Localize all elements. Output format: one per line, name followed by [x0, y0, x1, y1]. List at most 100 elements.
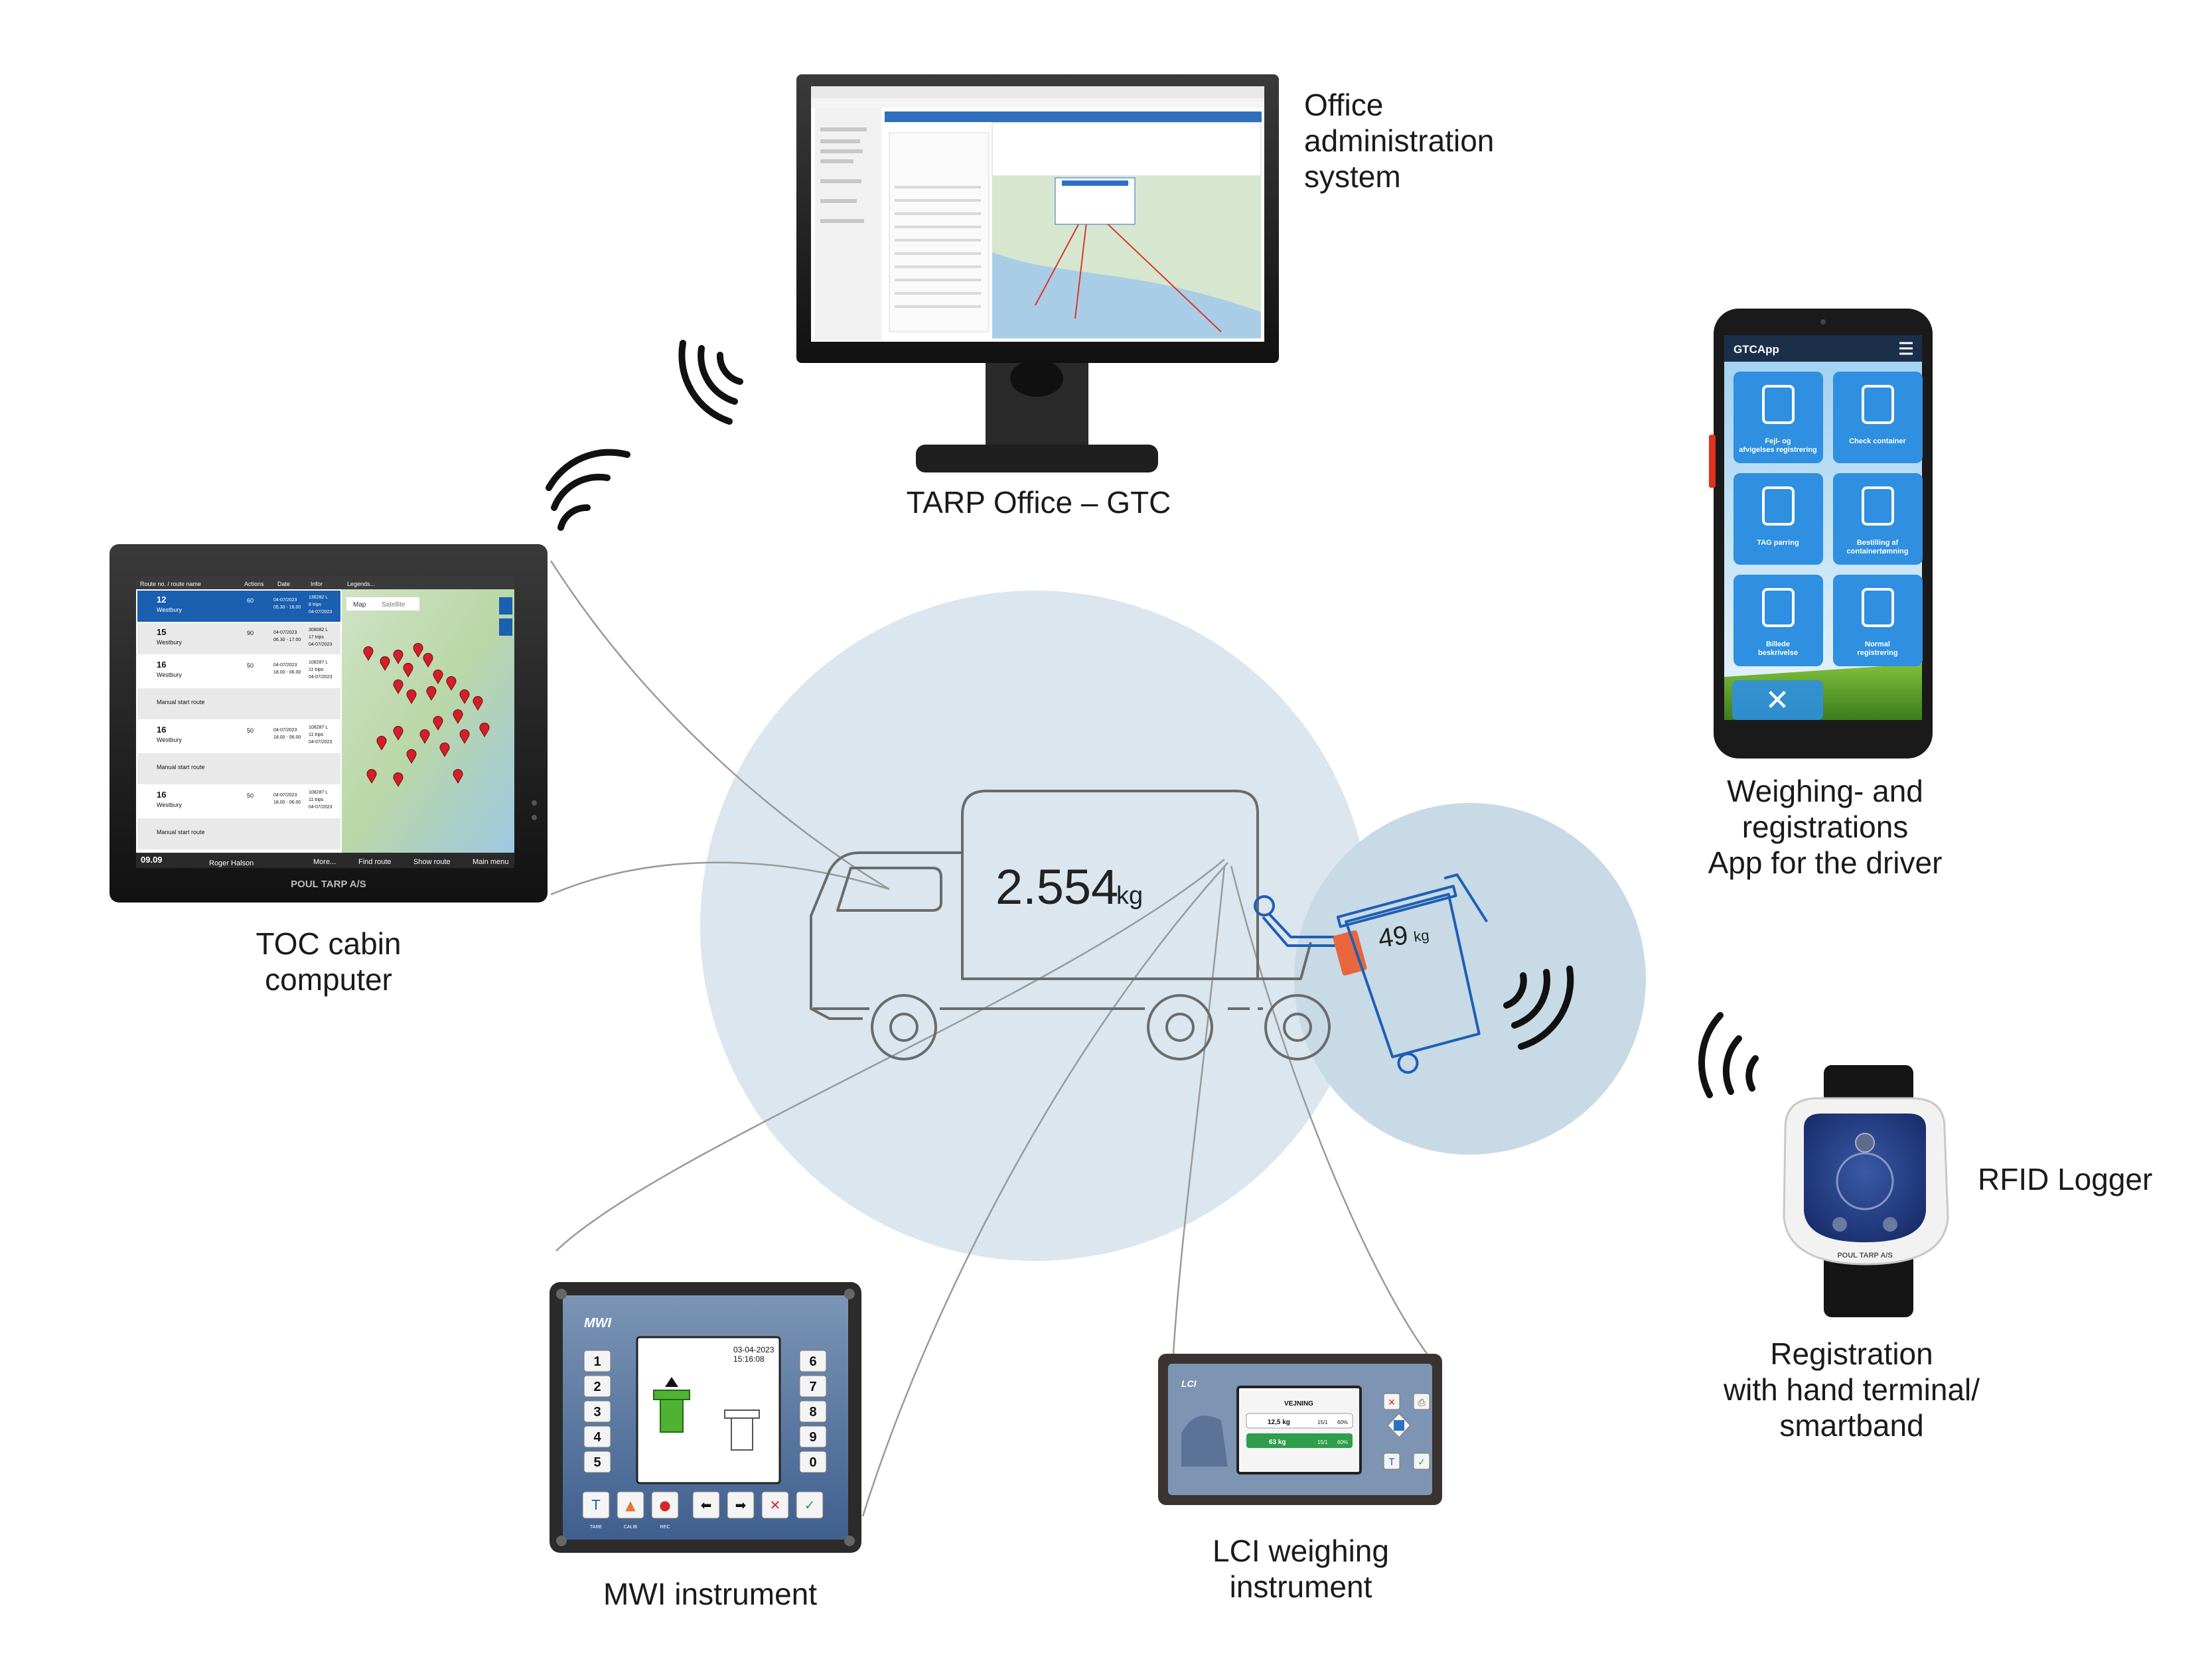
map-pin-icon[interactable] [393, 725, 404, 741]
map-pin-icon[interactable] [459, 689, 470, 704]
toc-time: 18.00 - 06.00 [273, 670, 301, 675]
toc-btn-find-route[interactable]: Find route [358, 858, 392, 866]
mwi-key[interactable] [799, 1350, 827, 1372]
app-tile[interactable] [1833, 473, 1923, 565]
toc-actions: 90 [247, 630, 254, 636]
mwi-key[interactable] [799, 1451, 827, 1473]
map-pin-icon[interactable] [473, 695, 483, 711]
container-icon [1762, 385, 1795, 424]
toc-footer-user: Roger Halson [209, 859, 254, 867]
zoom-in-button[interactable] [499, 597, 512, 614]
app-tile[interactable] [1733, 575, 1823, 666]
toc-time: 06.30 - 17.00 [273, 638, 301, 642]
map-pin-icon[interactable] [403, 662, 413, 678]
toc-btn-more[interactable]: More... [313, 858, 336, 866]
bin-weight-value: 49 [1376, 920, 1410, 954]
lci-key[interactable] [1413, 1393, 1430, 1410]
map-pin-icon[interactable] [453, 768, 463, 784]
map-pin-icon[interactable] [393, 649, 404, 664]
toc-info-3: 04-07/2023 [309, 805, 332, 810]
map-pin-icon[interactable] [406, 749, 417, 764]
toc-info-1: 108287 L [309, 790, 328, 795]
map-pin-icon[interactable] [363, 646, 374, 661]
map-pin-icon[interactable] [459, 729, 470, 744]
map-pin-icon[interactable] [423, 652, 433, 668]
zoom-out-button[interactable] [499, 618, 512, 636]
lci-screen-title: VEJNING [1284, 1400, 1313, 1407]
app-tile[interactable] [1733, 473, 1823, 565]
mwi-key[interactable] [583, 1425, 611, 1448]
mwi-key-label: 7 [809, 1380, 816, 1394]
tab-map[interactable]: Map [353, 601, 366, 609]
app-tile[interactable] [1833, 575, 1923, 666]
app-caption-line-3: App for the driver [1708, 845, 1943, 880]
lci-key[interactable] [1383, 1393, 1400, 1410]
toc-table-row[interactable] [137, 786, 340, 817]
toc-table-row[interactable] [137, 623, 340, 654]
lci-key[interactable] [1413, 1453, 1430, 1470]
toc-header-cell: Infor [311, 581, 323, 587]
toc-caption-line-1: TOC cabin [256, 926, 402, 961]
map-pin-icon[interactable] [393, 772, 404, 787]
toc-btn-show-route[interactable]: Show route [413, 858, 451, 866]
truck-wheel-front [871, 994, 937, 1060]
mwi-key[interactable] [583, 1350, 611, 1372]
map-pin-icon[interactable] [446, 676, 457, 691]
toc-table-row[interactable] [137, 688, 340, 719]
mwi-key[interactable] [799, 1375, 827, 1398]
map-pin-icon[interactable] [426, 685, 437, 701]
container-icon [1862, 486, 1894, 526]
toc-table-row[interactable] [137, 656, 340, 687]
map-pin-icon[interactable] [419, 729, 430, 744]
app-tile[interactable] [1833, 372, 1923, 463]
map-pin-icon[interactable] [479, 722, 490, 737]
map-pin-icon[interactable] [376, 735, 387, 751]
lci-dpad-center[interactable] [1394, 1420, 1404, 1431]
mwi-instrument: MWI 03-04-2023 15:16:08 1234567890T▲●⬅➡✕… [550, 1282, 861, 1553]
app-tile[interactable] [1733, 372, 1823, 463]
mwi-key[interactable] [583, 1375, 611, 1398]
mwi-key[interactable] [799, 1400, 827, 1423]
truck [810, 790, 1331, 1060]
toc-table-row[interactable] [137, 753, 340, 784]
truck-wheel-rear-1 [1147, 994, 1213, 1060]
map-pin-icon[interactable] [380, 656, 390, 671]
toc-route-name: Westbury [157, 802, 182, 808]
toc-route-name: Manual start route [157, 829, 205, 835]
toc-table-row[interactable] [137, 721, 340, 752]
map-pin-icon[interactable] [433, 715, 443, 731]
toc-route-no: 16 [157, 790, 166, 800]
container-icon [1862, 385, 1894, 424]
map-pin-icon[interactable] [453, 709, 463, 724]
mwi-function-button[interactable] [761, 1491, 789, 1519]
mwi-function-button[interactable] [651, 1491, 679, 1519]
lci-key[interactable] [1383, 1453, 1400, 1470]
hamburger-icon[interactable] [1899, 342, 1913, 355]
mwi-function-button[interactable] [796, 1491, 824, 1519]
map-pin-icon[interactable] [393, 679, 404, 694]
mwi-function-button[interactable] [727, 1491, 755, 1519]
mwi-key[interactable] [583, 1451, 611, 1473]
registration-caption-line-2: with hand terminal/ [1723, 1372, 1980, 1407]
toc-table-row[interactable] [137, 591, 340, 622]
mwi-function-button[interactable] [617, 1491, 644, 1519]
mwi-function-button[interactable] [692, 1491, 720, 1519]
map-pin-icon[interactable] [406, 689, 417, 704]
toc-actions: 50 [247, 792, 254, 799]
toc-route-name: Westbury [157, 672, 182, 678]
mwi-function-button[interactable] [582, 1491, 610, 1519]
mwi-key[interactable] [583, 1400, 611, 1423]
map-pin-icon[interactable] [413, 642, 423, 658]
toc-btn-main-menu[interactable]: Main menu [473, 858, 508, 866]
toc-table-row[interactable] [137, 818, 340, 849]
map-pin-icon[interactable] [366, 768, 377, 784]
toc-date: 04-07/2023 [273, 728, 297, 733]
map-pin-icon[interactable] [439, 742, 450, 757]
mwi-key[interactable] [799, 1425, 827, 1448]
tab-satellite[interactable]: Satellite [382, 601, 406, 609]
map-pin-icon[interactable] [433, 669, 443, 684]
mwi-function-icon: ✕ [770, 1497, 781, 1513]
